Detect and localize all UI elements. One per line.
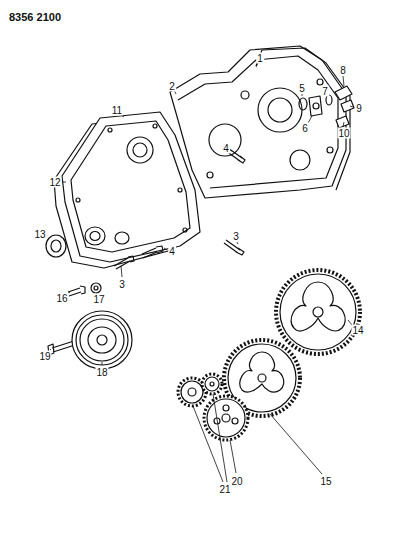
callout-number: 3 [232,231,240,242]
callout-number: 15 [319,476,332,487]
callout-number: 12 [48,177,61,188]
callout-number: 5 [298,83,306,94]
callout-number: 19 [38,351,51,362]
callout-number: 3 [118,279,126,290]
callout-number: 16 [55,293,68,304]
callout-number: 10 [337,128,350,139]
callout-number: 18 [95,367,108,378]
callout-number: 1 [256,53,264,64]
front-cover [62,112,200,262]
callout-number: 13 [33,229,46,240]
camshaft-gear [276,270,360,354]
gear-housing [170,46,346,198]
callout-number: 4 [168,246,176,257]
diagram-title: 8356 2100 [8,12,62,23]
front-seal [46,235,66,257]
callout-number: 20 [230,476,243,487]
callout-number: 7 [321,86,329,97]
callout-number: 17 [92,294,105,305]
crank-pulley [72,311,132,369]
callout-number: 11 [111,105,123,116]
callout-number: 9 [355,103,363,114]
housing-gasket [256,48,350,190]
callout-number: 6 [301,123,309,134]
callout-number: 14 [351,325,364,336]
callout-number: 2 [168,81,176,92]
housing-flange [178,56,338,188]
callout-number: 4 [222,143,230,154]
small-gear [204,396,248,440]
leader-lines [47,63,353,482]
callout-number: 8 [339,65,347,76]
